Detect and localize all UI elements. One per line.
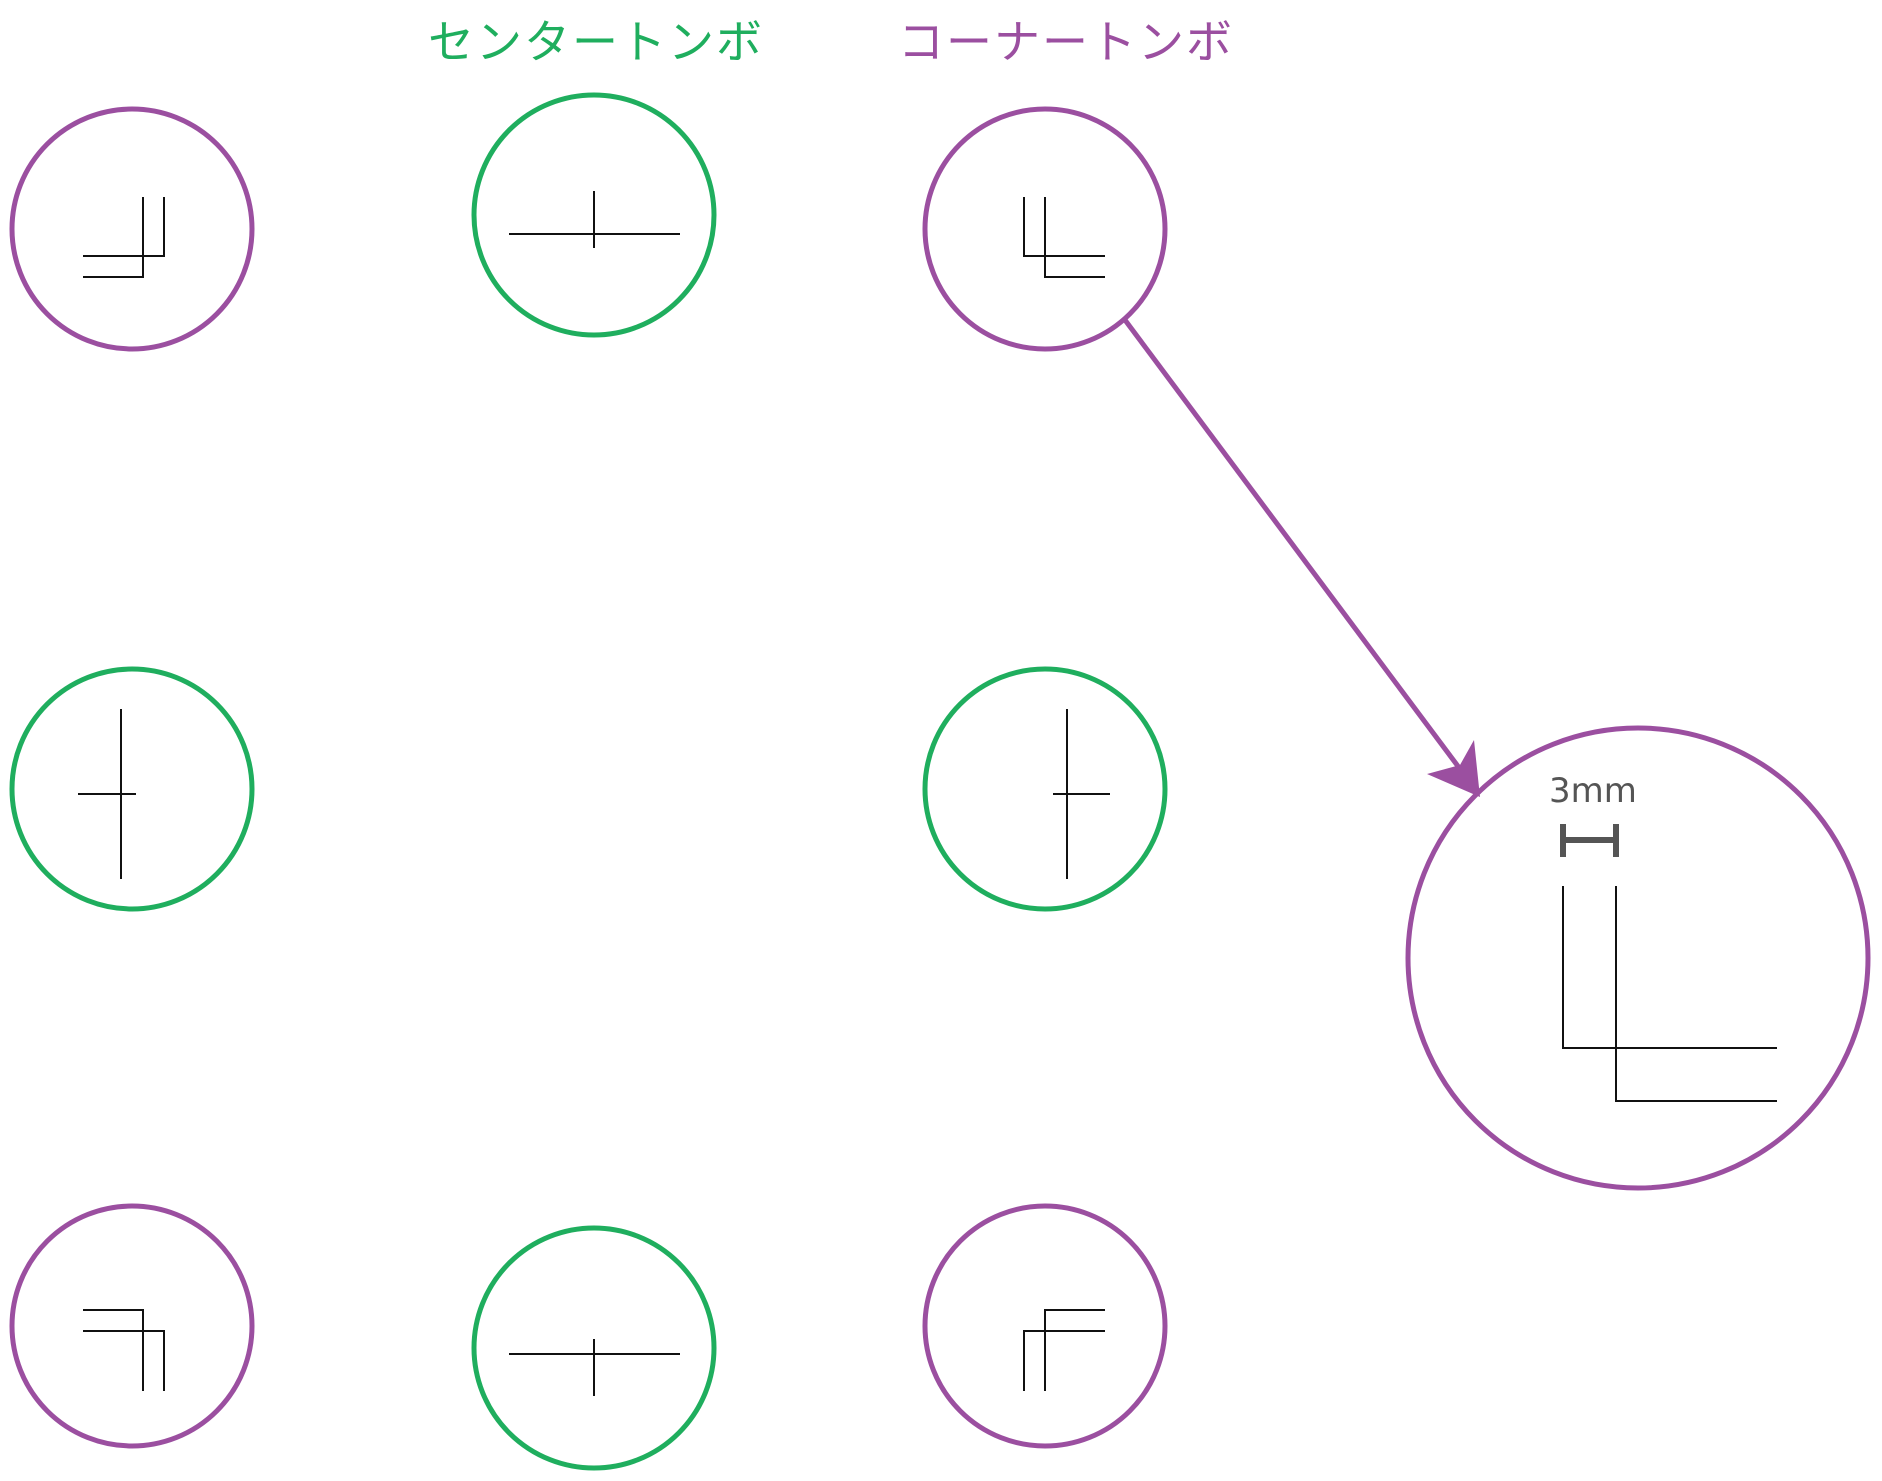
center-cross-lines	[509, 191, 680, 248]
dimension-bracket-icon	[1560, 824, 1619, 857]
corner-ring	[9, 106, 255, 352]
center-mark-left	[9, 666, 255, 912]
arrow-line	[1122, 318, 1469, 779]
corner-mark-bottom-left	[9, 1203, 255, 1449]
corner-crop-lines	[83, 1309, 165, 1391]
corner-crop-lines	[1023, 197, 1105, 278]
center-marks-title: センタートンボ	[428, 15, 764, 69]
center-cross-lines	[509, 1339, 680, 1396]
corner-mark-top-left	[9, 106, 255, 352]
enlarged-corner-detail	[1405, 725, 1871, 1191]
corner-ring	[922, 1203, 1168, 1449]
center-ring	[471, 92, 717, 338]
enlarged-crop-lines	[1562, 886, 1777, 1102]
center-cross-lines	[78, 709, 136, 879]
center-mark-right	[922, 666, 1168, 912]
center-mark-bottom	[471, 1225, 717, 1471]
corner-mark-top-right	[922, 106, 1168, 352]
detail-ring	[1405, 725, 1871, 1191]
corner-ring	[9, 1203, 255, 1449]
corner-marks-title: コーナートンボ	[898, 15, 1234, 69]
center-mark-top	[471, 92, 717, 338]
corner-mark-bottom-right	[922, 1203, 1168, 1449]
corner-ring	[922, 106, 1168, 352]
corner-crop-lines	[83, 197, 165, 278]
corner-crop-lines	[1023, 1309, 1105, 1391]
center-ring	[922, 666, 1168, 912]
arrowhead-icon	[1427, 740, 1480, 797]
dimension-label: 3mm	[1549, 771, 1637, 811]
center-ring	[471, 1225, 717, 1471]
center-cross-lines	[1053, 709, 1110, 879]
center-ring	[9, 666, 255, 912]
zoom-arrow	[1122, 318, 1480, 797]
